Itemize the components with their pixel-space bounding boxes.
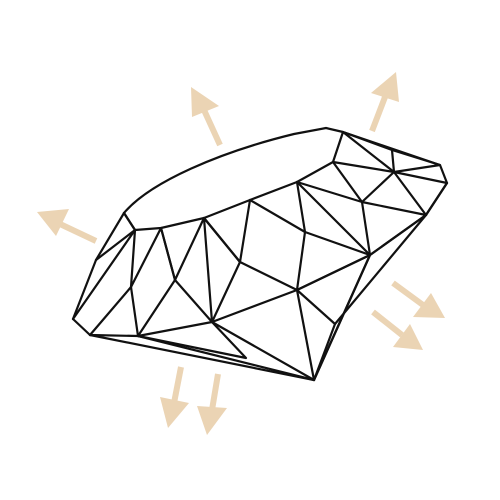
light-ray-arrow-bottom-left	[160, 366, 189, 428]
light-ray-arrow-left	[37, 209, 98, 244]
diamond-table	[122, 126, 449, 257]
light-ray-arrow-top-left	[191, 87, 223, 147]
light-ray-arrow-right-lower	[371, 309, 423, 350]
light-ray-arrow-top-right	[369, 72, 399, 133]
light-ray-arrow-right-upper	[391, 280, 445, 318]
light-ray-arrow-bottom-center	[197, 373, 227, 435]
light-rays	[37, 72, 445, 435]
diamond-crown-facets	[122, 130, 449, 338]
diamond-pavilion-facets	[71, 213, 428, 382]
diamond-icon	[71, 126, 449, 382]
